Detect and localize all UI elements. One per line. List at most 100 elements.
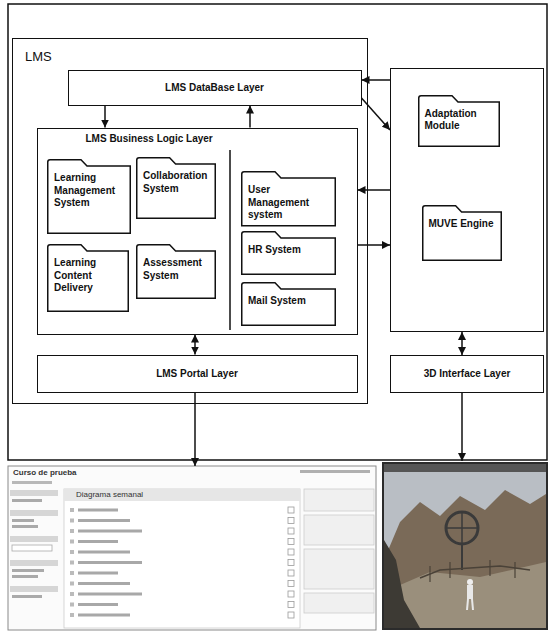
week-row — [70, 591, 294, 597]
node-label: Learning Management System — [54, 172, 127, 210]
row-box — [288, 507, 294, 513]
flow-arrow — [358, 244, 391, 246]
folder-shape — [422, 205, 501, 260]
panel-header — [64, 489, 300, 501]
row-box — [288, 539, 294, 545]
side-line — [12, 499, 42, 502]
flow-arrow — [362, 79, 391, 81]
flow-arrow — [249, 106, 251, 128]
system-name: LMS — [25, 49, 355, 64]
week-row — [70, 528, 294, 534]
screen-title: Curso de prueba — [13, 468, 77, 478]
screen-title: Curso de prueba — [13, 468, 77, 478]
row-text — [78, 530, 142, 533]
side-block — [10, 536, 58, 542]
node-label: Mail System — [248, 295, 332, 308]
module-box: Adaptation ModuleMUVE Engine — [390, 68, 544, 332]
node-label: Learning Content Delivery — [54, 257, 125, 295]
rock — [384, 540, 420, 628]
node-label: User Management system — [248, 184, 332, 222]
module-folder: Adaptation Module — [418, 95, 500, 147]
lms-screenshot — [8, 466, 376, 630]
week-row — [70, 602, 294, 608]
module-folder: Collaboration System — [136, 157, 216, 219]
folder-shape — [242, 232, 336, 275]
flow-arrow — [194, 335, 196, 355]
row-icon — [70, 550, 74, 554]
side-line — [12, 525, 38, 528]
row-text — [78, 540, 118, 543]
folder-shape — [418, 95, 499, 146]
avatar-head — [467, 579, 473, 585]
row-box — [288, 591, 294, 597]
side-line — [12, 519, 34, 522]
muve-screenshot — [382, 462, 548, 630]
module-folder: HR System — [241, 231, 336, 275]
sky — [384, 464, 546, 628]
row-box — [288, 549, 294, 555]
node-label: LMS Business Logic Layer — [86, 133, 349, 145]
fence-post — [514, 562, 515, 578]
row-box — [288, 602, 294, 608]
row-text — [78, 582, 130, 585]
avatar-leg — [472, 599, 473, 610]
row-icon — [70, 561, 74, 565]
wheel — [446, 512, 478, 544]
node-label: Adaptation Module — [425, 108, 496, 133]
outer-frame — [8, 4, 547, 460]
row-icon — [70, 519, 74, 523]
week-row — [70, 570, 294, 576]
node-label: Collaboration System — [143, 170, 212, 195]
node-label: 3D Interface Layer — [424, 368, 511, 380]
row-box — [288, 560, 294, 566]
fence-post — [449, 562, 450, 578]
row-icon — [70, 613, 74, 617]
folder-outline — [47, 159, 131, 234]
flow-arrow — [104, 106, 106, 128]
row-icon — [70, 582, 74, 586]
node-label: MUVE Engine — [429, 218, 498, 231]
layer-box: LMS DataBase Layer — [68, 70, 362, 106]
breadcrumb — [12, 481, 52, 484]
divider-line — [229, 150, 231, 330]
layer-box: LMS Business Logic LayerLearning Managem… — [37, 128, 358, 335]
flow-arrow — [358, 189, 391, 191]
week-row — [70, 539, 294, 545]
row-text — [78, 603, 118, 606]
screen-frame — [382, 462, 548, 630]
flow-arrow — [461, 332, 463, 355]
fence — [420, 566, 530, 578]
module-folder: Learning Content Delivery — [47, 244, 129, 312]
row-icon — [70, 508, 74, 512]
side-block — [10, 510, 58, 516]
row-text — [78, 551, 130, 554]
module-folder: Mail System — [241, 282, 336, 326]
flow-arrow — [362, 98, 391, 130]
row-text — [78, 572, 118, 575]
row-icon — [70, 529, 74, 533]
row-icon — [70, 592, 74, 596]
row-text — [78, 561, 142, 564]
screen-frame — [8, 466, 376, 630]
main-panel — [64, 489, 300, 628]
module-folder: MUVE Engine — [422, 205, 502, 261]
folder-outline — [422, 205, 502, 261]
layer-box: 3D Interface Layer — [390, 355, 544, 393]
side-panel — [304, 489, 374, 511]
side-line — [12, 595, 42, 598]
folder-shape — [137, 245, 216, 299]
week-row — [70, 518, 294, 524]
side-panel — [304, 549, 374, 589]
folder-shape — [137, 158, 216, 219]
side-block — [10, 560, 58, 566]
node-label: Assessment System — [143, 257, 212, 282]
row-box — [288, 570, 294, 576]
node-label: HR System — [248, 244, 332, 257]
module-folder: Assessment System — [136, 244, 216, 299]
week-row — [70, 612, 294, 618]
side-panel — [304, 593, 374, 613]
side-block — [10, 586, 58, 592]
fence-post — [489, 560, 490, 576]
post — [461, 544, 463, 570]
side-panel — [304, 515, 374, 545]
